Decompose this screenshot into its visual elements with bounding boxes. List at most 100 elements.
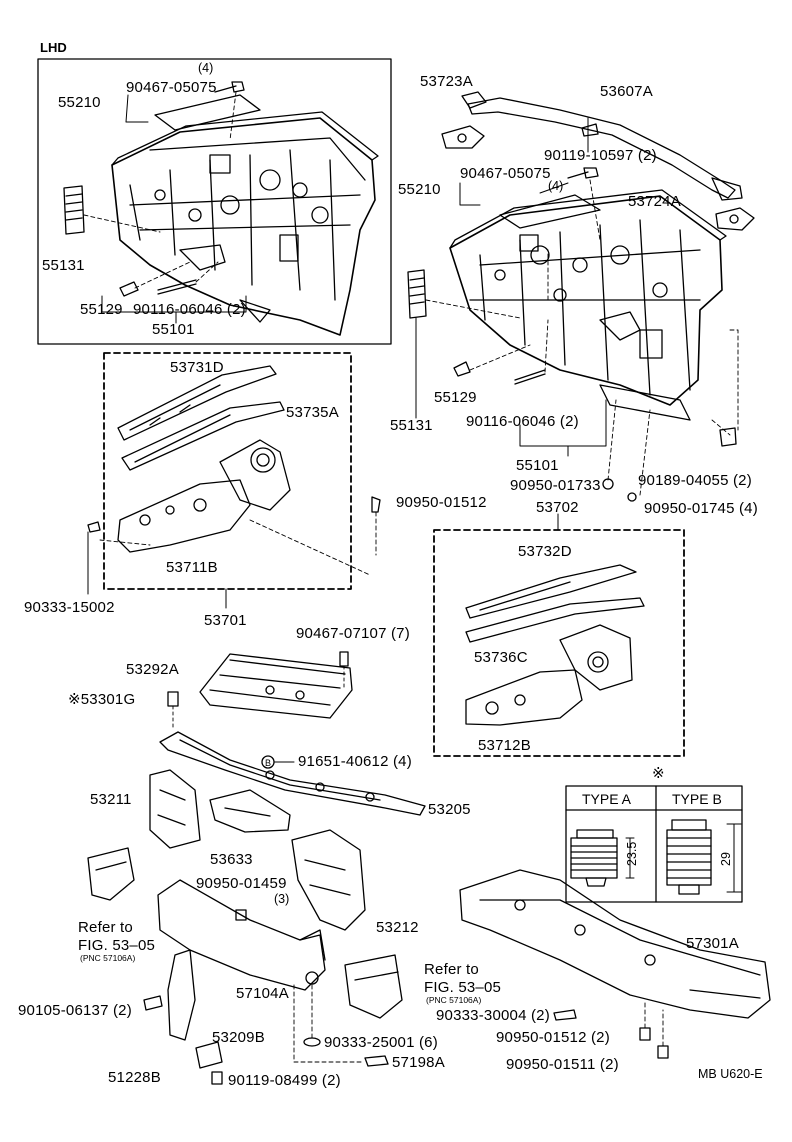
plate-53724A [715, 207, 755, 231]
apron-53711B-drawing [117, 439, 291, 553]
part-label-90105-06137: 90105-06137 (2) [18, 1002, 132, 1019]
part-label-57198A: 57198A [392, 1054, 445, 1071]
part-label-55129-rhd: 55129 [434, 389, 477, 406]
strut-bar-53607A [461, 91, 743, 201]
refer-b-line3: (PNC 57106A) [426, 995, 482, 1005]
panel-53212-drawing [291, 829, 366, 931]
panel-53633-drawing [209, 789, 291, 833]
part-label-53702: 53702 [536, 499, 579, 516]
part-label-90116-lhd: 90116-06046 (2) [133, 301, 246, 318]
part-label-90467-07107: 90467-07107 (7) [296, 625, 410, 642]
type-b-label: TYPE B [672, 791, 722, 807]
part-label-90950-01511: 90950-01511 (2) [506, 1056, 619, 1073]
part-label-53292A: 53292A [126, 661, 179, 678]
panel-53209B-drawing [167, 949, 196, 1041]
part-label-53736C: 53736C [474, 649, 528, 666]
bolt-90116-lhd [157, 279, 197, 295]
refer-a-line3: (PNC 57106A) [80, 953, 136, 963]
part-label-55210-rhd: 55210 [398, 181, 441, 198]
type-a-dimension: 23.5 [625, 841, 639, 866]
part-label-55131-lhd: 55131 [42, 257, 85, 274]
insulator-55131-rhd [407, 269, 427, 319]
lhd-frame [37, 58, 392, 345]
part-label-90950-01512: 90950-01512 [396, 494, 487, 511]
part-label-57301A: 57301A [686, 935, 739, 952]
part-label-53711B: 53711B [166, 559, 218, 576]
bolt-90467-lhd [214, 81, 245, 93]
refer-b-line1: Refer to [424, 961, 479, 978]
part-label-91651-40612: 91651-40612 (4) [298, 753, 412, 770]
part-label-90950-01512-b: 90950-01512 (2) [496, 1029, 610, 1046]
part-label-57104A: 57104A [236, 985, 289, 1002]
apron-53712B-drawing [465, 624, 633, 726]
apron-53735A-drawing [121, 401, 285, 471]
refer-a-line2: FIG. 53–05 [78, 937, 156, 954]
part-label-53211: 53211 [90, 791, 132, 808]
part-label-53732D: 53732D [518, 543, 572, 560]
part-label-90950-01745: 90950-01745 (4) [644, 500, 758, 517]
part-label-90950-01733: 90950-01733 [510, 477, 601, 494]
dash-panel-rhd-drawing [449, 189, 727, 421]
svg-text:B: B [265, 758, 271, 768]
type-table [565, 785, 743, 903]
type-a-fastener-drawing [570, 829, 635, 887]
plate-53723A [441, 125, 485, 149]
part-label-90950-01459: 90950-01459 [196, 875, 287, 892]
part-label-90116-rhd: 90116-06046 (2) [466, 413, 579, 430]
crossmember-57104A-drawing [157, 879, 326, 991]
type-a-label: TYPE A [582, 791, 632, 807]
part-label-51228B: 51228B [108, 1069, 161, 1086]
frame-57301A-drawing [459, 869, 771, 1019]
part-label-55210-lhd: 55210 [58, 94, 101, 111]
part-label-53712B: 53712B [478, 737, 531, 754]
part-label-90467-lhd: 90467-05075 [126, 79, 217, 96]
part-label-90189-04055: 90189-04055 (2) [638, 472, 752, 489]
part-label-53301G: ※53301G [68, 691, 136, 708]
part-label-90467-rhd: 90467-05075 [460, 165, 551, 182]
type-b-fastener-drawing [666, 819, 742, 895]
apron-53736C-drawing [465, 597, 645, 643]
type-b-dimension: 29 [719, 852, 733, 866]
bracket-refer-b-drawing [344, 954, 403, 1019]
part-label-55101-rhd: 55101 [516, 457, 559, 474]
part-label-53205: 53205 [428, 801, 471, 818]
part-label-53723A: 53723A [420, 73, 473, 90]
clip-55129-lhd [119, 281, 139, 297]
insulator-55131-lhd [63, 185, 85, 235]
part-label-90119-08499: 90119-08499 (2) [228, 1072, 341, 1089]
type-marker: ※ [652, 765, 665, 782]
cowl-53292A-drawing [199, 653, 353, 719]
stopper-51228B [195, 1041, 223, 1069]
part-label-53209B: 53209B [212, 1029, 265, 1046]
assembly-53701-frame [103, 352, 352, 590]
drawing-code: MB U620-E [698, 1067, 763, 1081]
panel-53211-drawing [149, 769, 201, 849]
part-label-53731D: 53731D [170, 359, 224, 376]
bracket-refer-a-drawing [87, 847, 135, 901]
part-label-53724A: 53724A [628, 193, 681, 210]
apron-53731D-drawing [117, 365, 277, 441]
dash-panel-lhd-drawing [111, 94, 379, 336]
part-label-90333-30004: 90333-30004 (2) [436, 1007, 550, 1024]
part-label-55101-lhd: 55101 [152, 321, 195, 338]
qty-label-4-rhd: (4) [548, 179, 564, 193]
part-label-90119-10597: 90119-10597 (2) [544, 147, 657, 164]
refer-b-line2: FIG. 53–05 [424, 979, 502, 996]
part-label-53607A: 53607A [600, 83, 653, 100]
part-label-90333-15002: 90333-15002 [24, 599, 115, 616]
part-label-55129-lhd: 55129 [80, 301, 123, 318]
part-label-53701: 53701 [204, 612, 247, 629]
part-label-53212: 53212 [376, 919, 419, 936]
part-label-53735A: 53735A [286, 404, 339, 421]
section-label-lhd: LHD [40, 40, 67, 55]
refer-a-line1: Refer to [78, 919, 133, 936]
part-label-53633: 53633 [210, 851, 253, 868]
part-label-55131-rhd: 55131 [390, 417, 433, 434]
qty-label-3: (3) [274, 892, 290, 906]
assembly-53702-frame [433, 529, 685, 757]
apron-53732D-drawing [465, 564, 637, 619]
qty-label-4-lhd: (4) [198, 61, 214, 75]
part-label-90333-25001: 90333-25001 (6) [324, 1034, 438, 1051]
support-53205-drawing [159, 731, 426, 816]
